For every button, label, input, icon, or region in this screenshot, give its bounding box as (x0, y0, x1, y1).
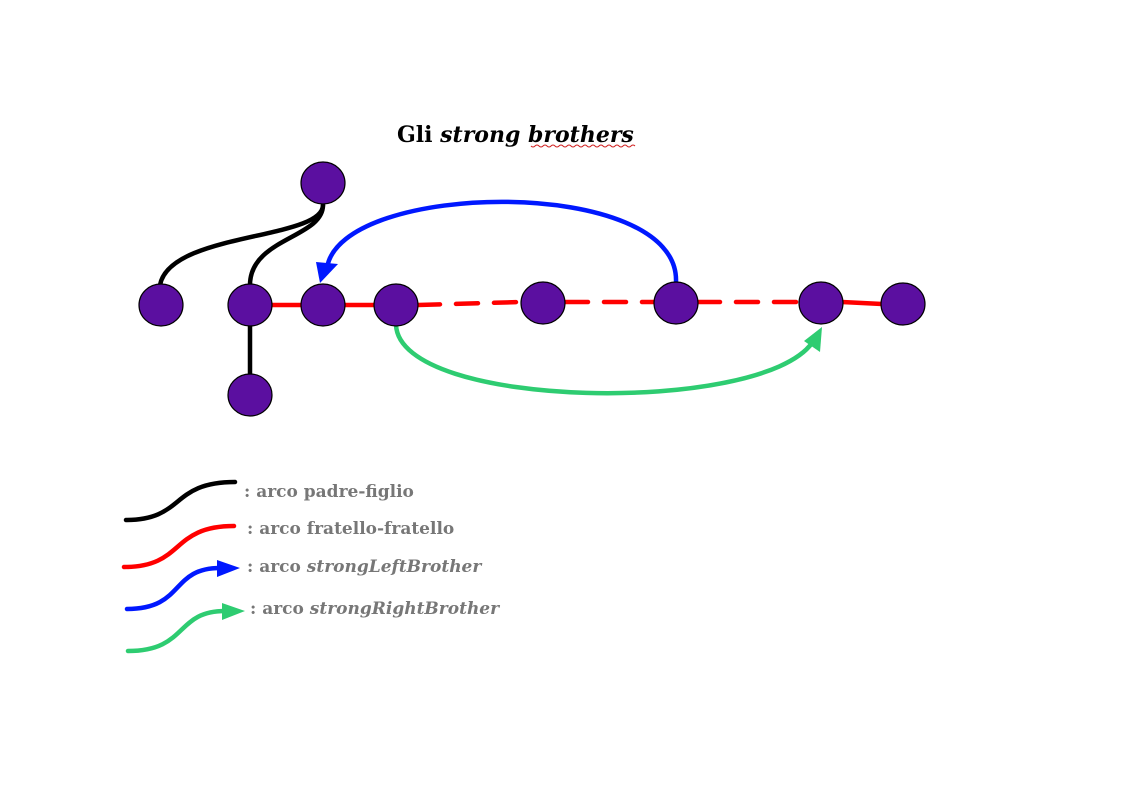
strong-right-brother-arc (393, 322, 815, 396)
legend-swatch-parent-child (123, 479, 238, 523)
legend-item-strong-left-brother: : arco strongLeftBrother (247, 557, 482, 577)
title-emphasis: strong brothers (439, 122, 634, 148)
legend-item-sibling: : arco fratello-fratello (247, 519, 454, 539)
parent-child-edge (247, 202, 326, 288)
tree-node (653, 281, 699, 325)
legend-arrowhead-blue (217, 560, 240, 577)
legend-swatch-strong-left-brother (124, 565, 223, 612)
tree-node (300, 283, 346, 327)
tree-node (300, 161, 346, 205)
tree-node (520, 281, 566, 325)
diagram-title: Gli strong brothers (397, 122, 634, 148)
strong-right-brother-arrowhead (804, 327, 822, 352)
legend: : arco padre-figlio : arco fratello-frat… (121, 479, 500, 654)
spellcheck-underline (530, 144, 636, 148)
tree-node (227, 373, 273, 417)
tree-node (138, 283, 184, 327)
legend-item-parent-child: : arco padre-figlio (244, 482, 414, 502)
parent-child-edge (157, 202, 326, 288)
legend-swatch-sibling (121, 523, 237, 570)
strong-left-brother-arc (324, 199, 679, 285)
sibling-edge-dashed (415, 299, 523, 308)
strong-left-brother-arrowhead (316, 262, 338, 283)
legend-item-strong-right-brother: : arco strongRightBrother (250, 599, 500, 619)
title-prefix: Gli (397, 122, 440, 148)
tree-node (880, 282, 926, 326)
tree-node (227, 283, 273, 327)
tree-node (373, 283, 419, 327)
legend-swatch-strong-right-brother (125, 608, 228, 654)
tree-node (798, 281, 844, 325)
sibling-edge (839, 299, 885, 307)
legend-arrowhead-green (222, 603, 245, 620)
